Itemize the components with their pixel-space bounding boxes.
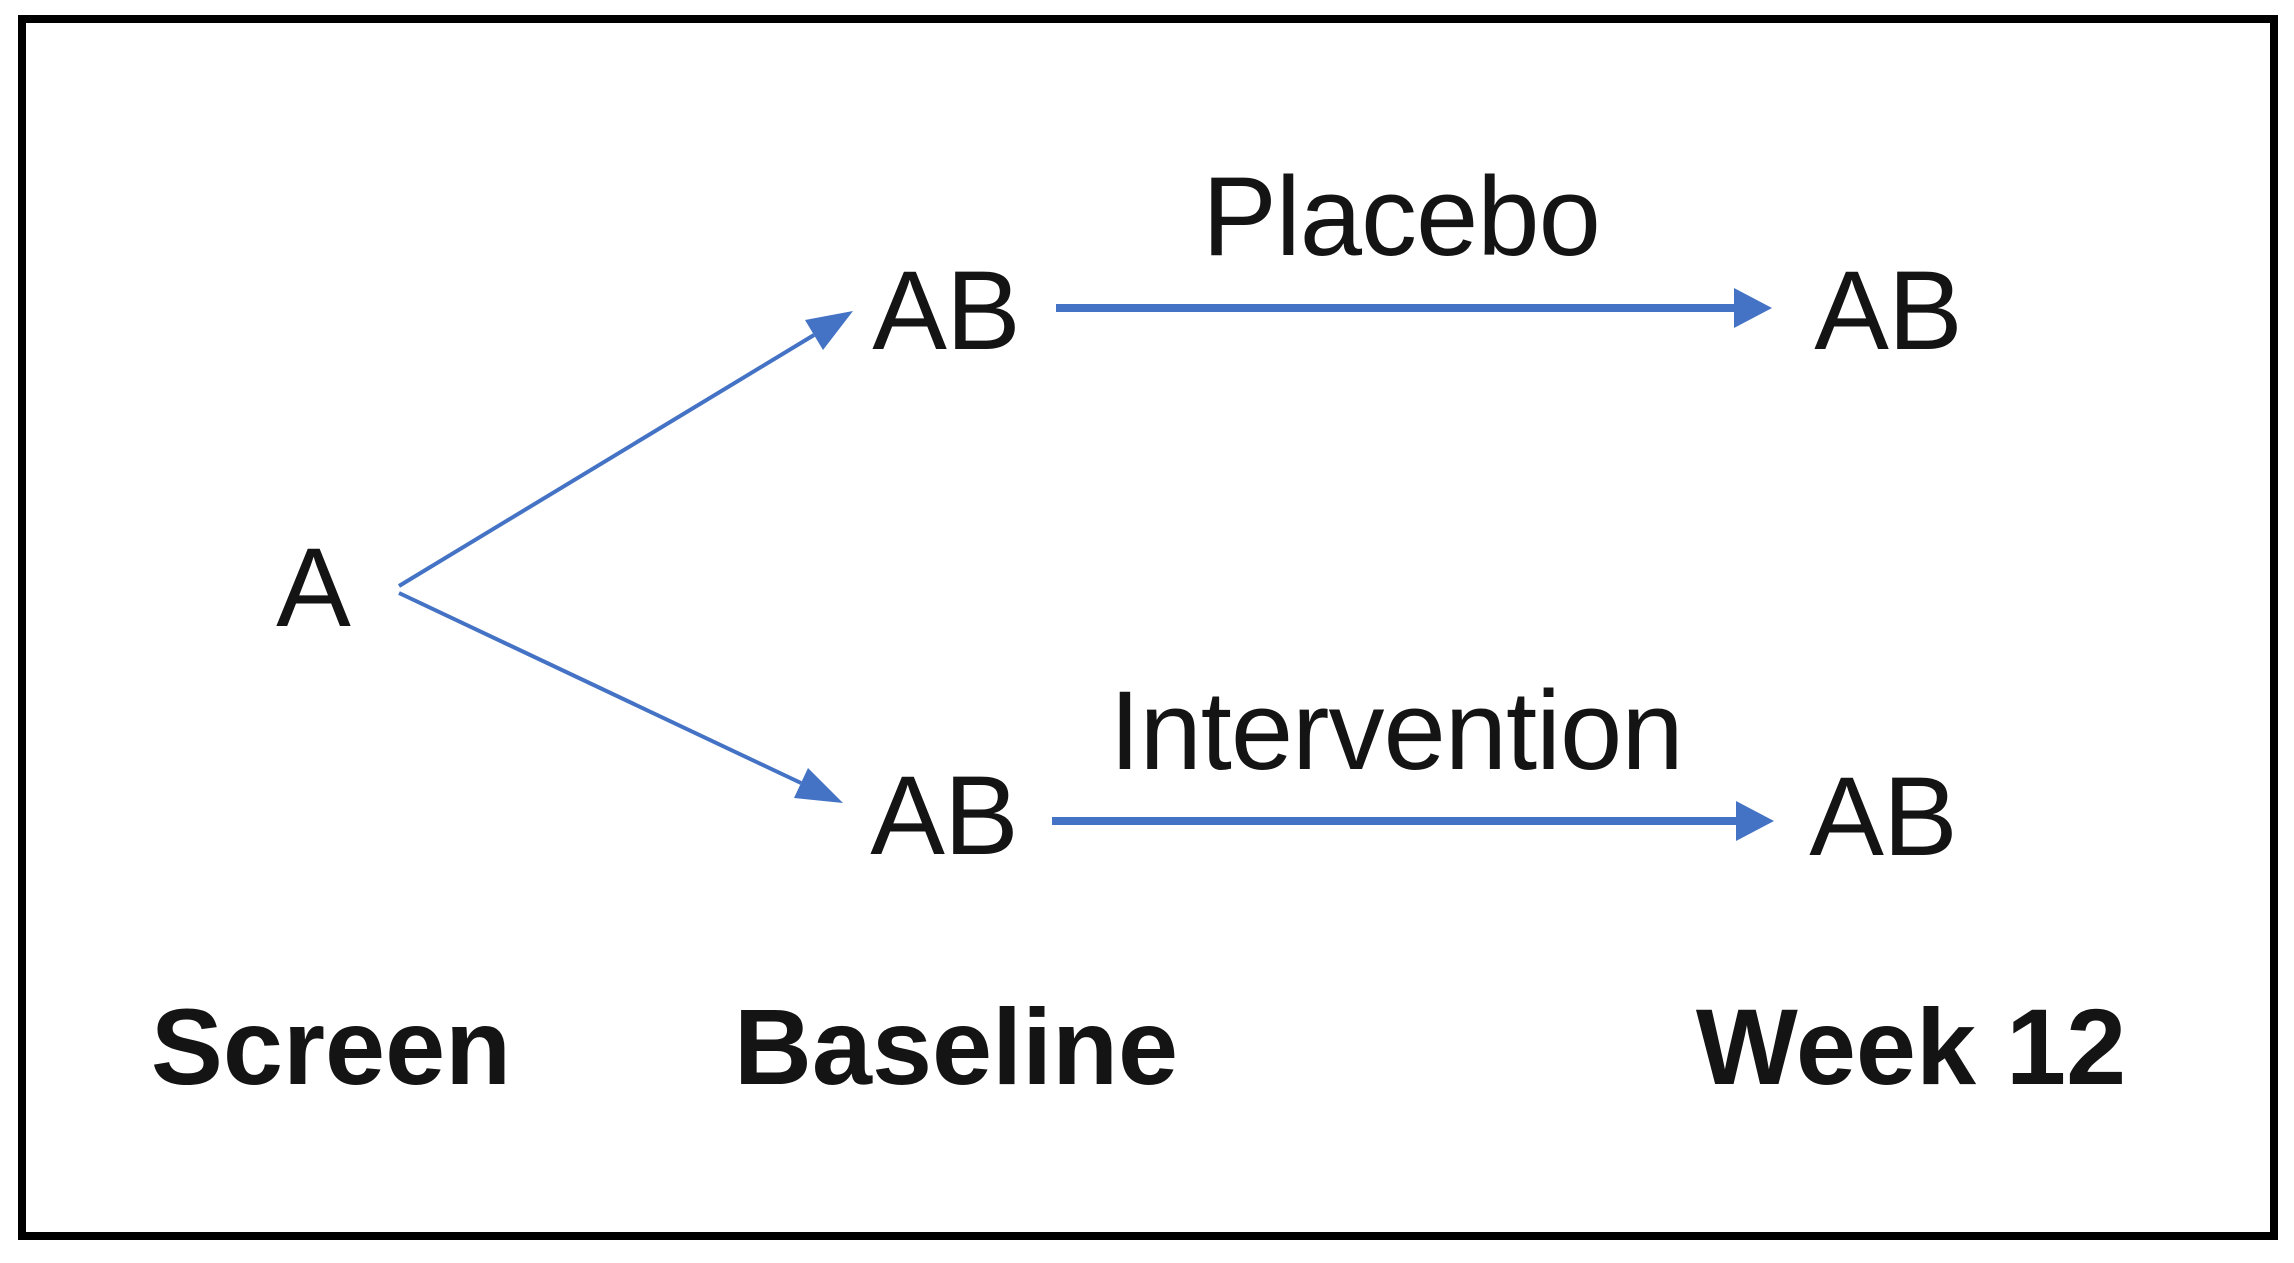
node-week12-top: AB [1814, 248, 1962, 373]
placebo-arm-label: Placebo [1202, 154, 1601, 279]
timeline-label-screen: Screen [150, 986, 512, 1107]
timeline-label-week12: Week 12 [1695, 986, 2127, 1107]
figure-border [18, 15, 2278, 1240]
intervention-arm-label: Intervention [1109, 668, 1683, 793]
node-baseline-top: AB [872, 248, 1020, 373]
node-baseline-bottom: AB [870, 753, 1018, 878]
node-week12-bottom: AB [1809, 754, 1957, 879]
node-screen: A [276, 525, 351, 650]
timeline-label-baseline: Baseline [733, 986, 1179, 1107]
